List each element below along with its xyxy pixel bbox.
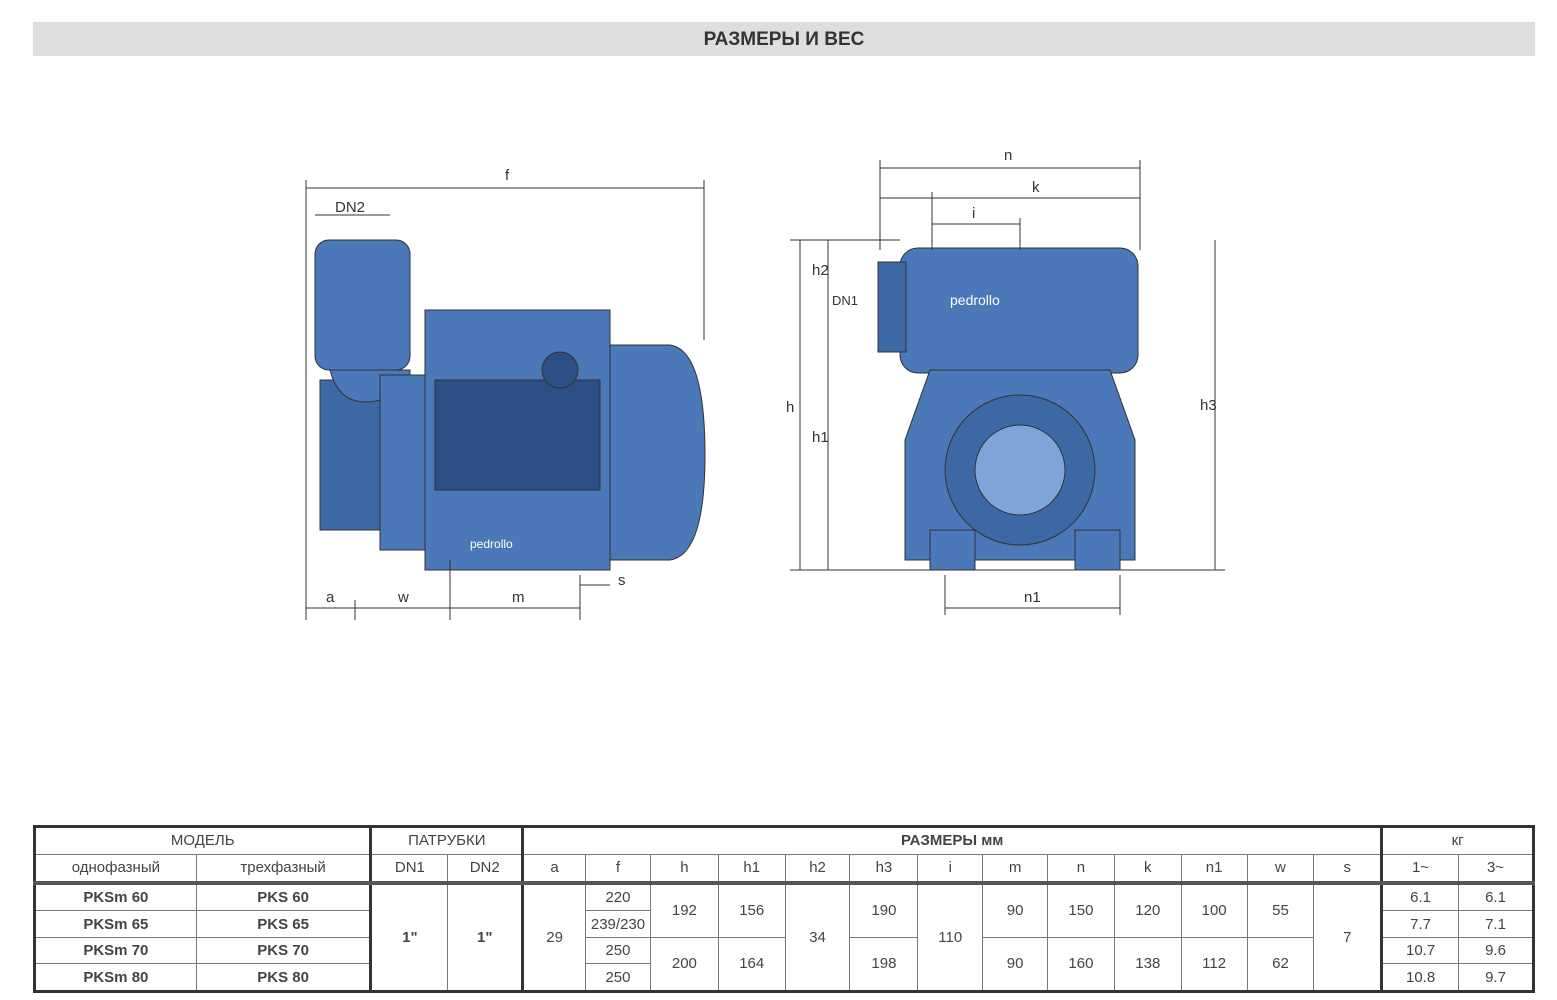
model-header: МОДЕЛЬ [33, 826, 372, 855]
k-value: 120 [1113, 882, 1182, 938]
n1-value: 112 [1180, 936, 1248, 993]
dn2-header: DN2 [447, 853, 524, 885]
brand-logo-front: pedrollo [950, 292, 1000, 308]
dim-label-h2: h2 [812, 262, 829, 279]
dimensions-table: МОДЕЛЬ ПАТРУБКИ РАЗМЕРЫ мм кг однофазный… [33, 825, 1535, 993]
h1-value: 164 [717, 936, 786, 993]
dim-label-n: n [1004, 147, 1012, 164]
side-view-drawing [305, 180, 706, 620]
col-h1: h1 [717, 853, 786, 885]
ports-header: ПАТРУБКИ [369, 826, 524, 855]
w-value: 62 [1246, 936, 1315, 993]
dn1-value: 1" [369, 882, 449, 992]
table-row: PKSm 65 PKS 65 239/230 7.7 7.1 [34, 910, 1534, 938]
pump-drawings: f DN2 a w m s pedrollo n k i h2 DN1 h h1… [305, 147, 1225, 620]
section-title: РАЗМЕРЫ И ВЕС [33, 22, 1535, 56]
col-h3: h3 [849, 853, 919, 885]
three-phase-header: трехфазный [195, 853, 372, 885]
weight-header: кг [1380, 826, 1534, 855]
f-value: 239/230 [585, 910, 651, 938]
front-view-drawing [790, 160, 1225, 615]
n-value: 160 [1047, 936, 1115, 993]
weight-1ph: 10.7 [1380, 936, 1460, 965]
col-w3: 3~ [1458, 853, 1534, 885]
dim-label-h1: h1 [812, 429, 829, 446]
table-row: PKSm 70 PKS 70 250 200 164 198 90 160 13… [34, 936, 1534, 993]
weight-3ph: 9.6 [1458, 936, 1534, 965]
w-value: 55 [1246, 882, 1315, 938]
col-n: n [1047, 853, 1115, 885]
col-i: i [917, 853, 984, 885]
col-w: w [1246, 853, 1315, 885]
n-value: 150 [1047, 882, 1115, 938]
weight-3ph: 7.1 [1458, 910, 1534, 938]
dim-label-f: f [505, 167, 510, 184]
brand-logo-side: pedrollo [470, 537, 513, 551]
model-three: PKS 60 [195, 882, 372, 912]
f-value: 250 [585, 963, 651, 992]
col-h2: h2 [784, 853, 851, 885]
dim-label-i: i [972, 205, 975, 222]
col-n1: n1 [1180, 853, 1248, 885]
dn2-value: 1" [447, 882, 524, 992]
weight-3ph: 9.7 [1458, 963, 1534, 992]
m-value: 90 [982, 882, 1049, 938]
dim-label-w: w [397, 589, 409, 606]
col-w1: 1~ [1380, 853, 1460, 885]
n1-value: 100 [1180, 882, 1248, 938]
col-s: s [1313, 853, 1383, 885]
col-f: f [585, 853, 651, 885]
h2-value: 34 [784, 882, 851, 992]
a-value: 29 [521, 882, 587, 992]
m-value: 90 [982, 936, 1049, 993]
weight-1ph: 7.7 [1380, 910, 1460, 938]
dim-label-h: h [786, 399, 794, 416]
col-a: a [521, 853, 587, 885]
table-row: PKSm 80 PKS 80 250 10.8 9.7 [34, 963, 1534, 992]
dn1-header: DN1 [369, 853, 449, 885]
dim-label-dn1: DN1 [832, 293, 858, 308]
f-value: 250 [585, 936, 651, 965]
h1-value: 156 [717, 882, 786, 938]
weight-1ph: 6.1 [1380, 882, 1460, 912]
h3-value: 198 [849, 936, 919, 993]
h-value: 200 [649, 936, 719, 993]
k-value: 138 [1113, 936, 1182, 993]
weight-3ph: 6.1 [1458, 882, 1534, 912]
model-three: PKS 80 [195, 963, 372, 992]
h3-value: 190 [849, 882, 919, 938]
dim-label-s: s [618, 572, 626, 589]
dim-label-n1: n1 [1024, 589, 1041, 606]
s-value: 7 [1313, 882, 1383, 992]
model-single: PKSm 80 [34, 963, 197, 992]
single-phase-header: однофазный [34, 853, 197, 885]
dims-header: РАЗМЕРЫ мм [521, 826, 1383, 855]
model-single: PKSm 60 [34, 882, 197, 912]
h-value: 192 [649, 882, 719, 938]
model-single: PKSm 65 [34, 910, 197, 938]
model-three: PKS 65 [195, 910, 372, 938]
dim-label-m: m [512, 589, 525, 606]
model-three: PKS 70 [195, 936, 372, 965]
table-row: PKSm 60 PKS 60 1" 1" 29 220 192 156 34 1… [34, 882, 1534, 992]
model-single: PKSm 70 [34, 936, 197, 965]
f-value: 220 [585, 882, 651, 912]
dim-label-dn2: DN2 [335, 199, 365, 216]
dim-label-a: a [326, 589, 335, 606]
col-k: k [1113, 853, 1182, 885]
col-m: m [982, 853, 1049, 885]
dim-label-h3: h3 [1200, 397, 1217, 414]
col-h: h [649, 853, 719, 885]
dim-label-k: k [1032, 179, 1040, 196]
weight-1ph: 10.8 [1380, 963, 1460, 992]
i-value: 110 [917, 882, 984, 992]
